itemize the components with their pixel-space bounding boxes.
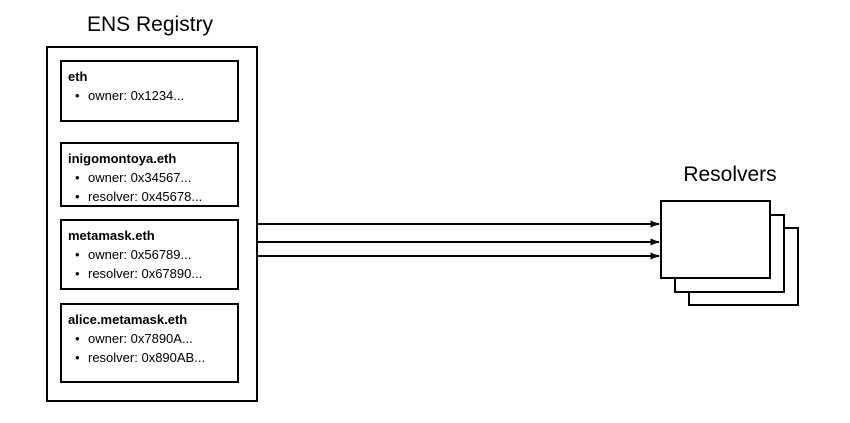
record-name: metamask.eth — [68, 228, 155, 243]
record-name: alice.metamask.eth — [68, 312, 188, 327]
record-field: resolver: 0x67890... — [75, 264, 237, 283]
registry-title: ENS Registry — [86, 13, 214, 36]
resolvers-title: Resolvers — [683, 163, 777, 186]
record-field: owner: 0x7890A... — [75, 329, 237, 348]
record-field-list: owner: 0x1234... — [62, 86, 237, 105]
registry-record-metamask-eth[interactable]: metamask.eth owner: 0x56789... resolver:… — [60, 219, 239, 290]
record-name: inigomontoya.eth — [68, 151, 177, 166]
record-field-list: owner: 0x7890A... resolver: 0x890AB... — [62, 329, 237, 367]
registry-record-eth[interactable]: eth owner: 0x1234... — [60, 60, 239, 122]
record-field-list: owner: 0x56789... resolver: 0x67890... — [62, 245, 237, 283]
record-field: owner: 0x34567... — [75, 168, 237, 187]
record-field: owner: 0x1234... — [75, 86, 237, 105]
record-field: resolver: 0x45678... — [75, 187, 237, 206]
record-field: resolver: 0x890AB... — [75, 348, 237, 367]
registry-record-alice-metamask-eth[interactable]: alice.metamask.eth owner: 0x7890A... res… — [60, 303, 239, 383]
record-field-list: owner: 0x34567... resolver: 0x45678... — [62, 168, 237, 206]
registry-record-inigomontoya-eth[interactable]: inigomontoya.eth owner: 0x34567... resol… — [60, 142, 239, 207]
resolver-sheet-front[interactable] — [660, 200, 771, 279]
record-name: eth — [68, 69, 88, 84]
record-field: owner: 0x56789... — [75, 245, 237, 264]
